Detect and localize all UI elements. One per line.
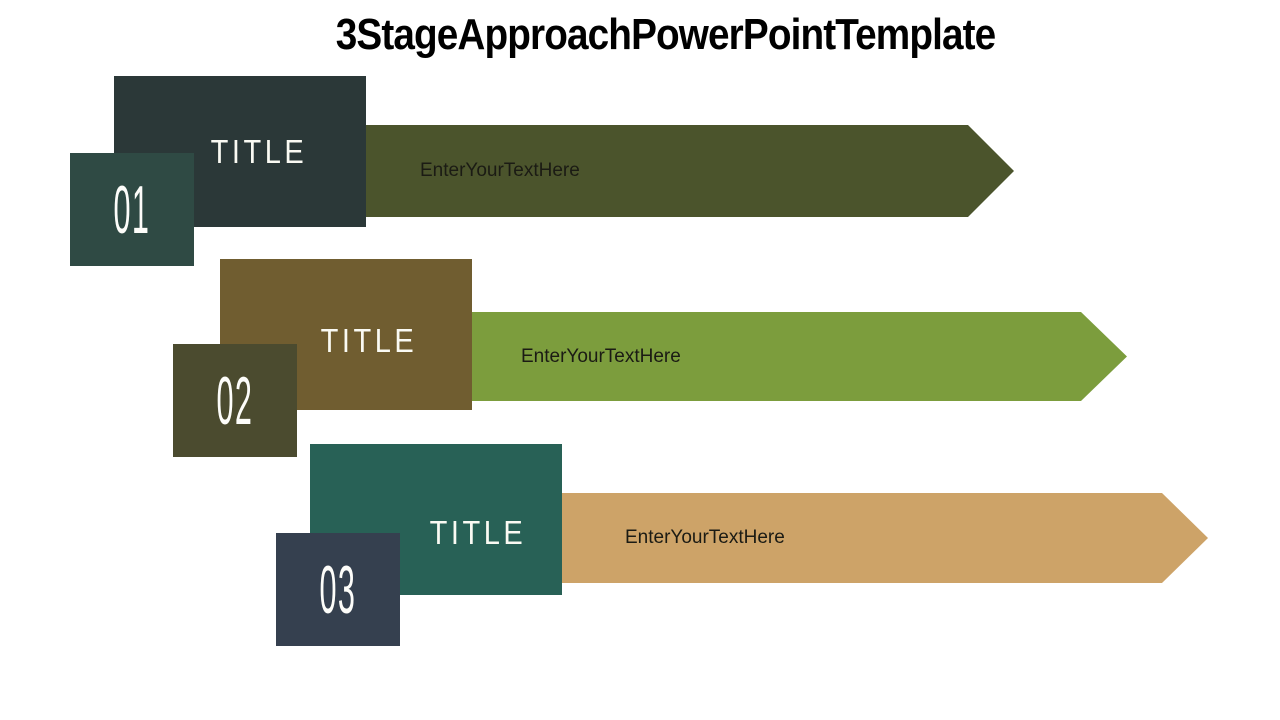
stage-1-placeholder-text: EnterYourTextHere <box>420 160 580 181</box>
stage-1-arrow-banner[interactable]: EnterYourTextHere <box>362 125 1014 217</box>
stage-1-number-box[interactable]: 01 <box>70 153 194 266</box>
slide-title[interactable]: 3StageApproachPowerPointTemplate <box>335 10 996 59</box>
stage-3-number: 03 <box>319 551 357 628</box>
stage-3-number-box[interactable]: 03 <box>276 533 400 646</box>
stage-2-number: 02 <box>216 362 254 439</box>
stage-2-placeholder-text: EnterYourTextHere <box>521 345 681 367</box>
stage-3-arrow-banner[interactable]: EnterYourTextHere <box>560 493 1208 583</box>
stage-1-number: 01 <box>113 171 151 248</box>
stage-3-title-label: TITLE <box>429 514 527 551</box>
stage-2-title-label: TITLE <box>320 322 418 359</box>
stage-2-number-box[interactable]: 02 <box>173 344 297 457</box>
stage-1-title-label: TITLE <box>210 132 308 170</box>
stage-3-placeholder-text: EnterYourTextHere <box>625 527 785 548</box>
stage-2-title-box[interactable]: TITLE <box>220 259 472 410</box>
stage-2-arrow-banner[interactable]: EnterYourTextHere <box>470 312 1127 401</box>
